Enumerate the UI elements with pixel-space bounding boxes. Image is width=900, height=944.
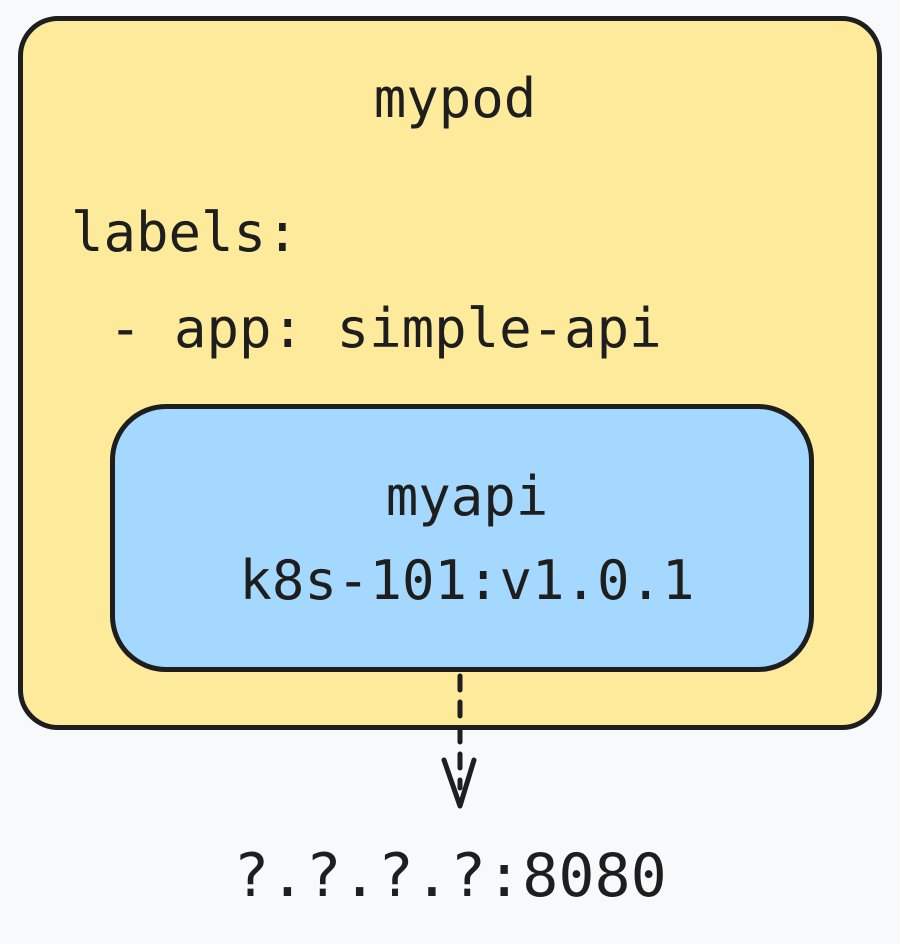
container-box: myapi k8s-101:v1.0.1	[110, 404, 814, 672]
labels-heading: labels:	[71, 201, 299, 264]
container-image: k8s-101:v1.0.1	[239, 549, 695, 612]
label-entry: - app: simple-api	[109, 297, 662, 360]
container-name: myapi	[385, 465, 549, 528]
arrow-head	[441, 757, 477, 809]
pod-title: mypod	[373, 67, 537, 130]
dashed-arrow-connector	[441, 673, 477, 809]
endpoint-address: ?.?.?.?:8080	[233, 841, 667, 911]
